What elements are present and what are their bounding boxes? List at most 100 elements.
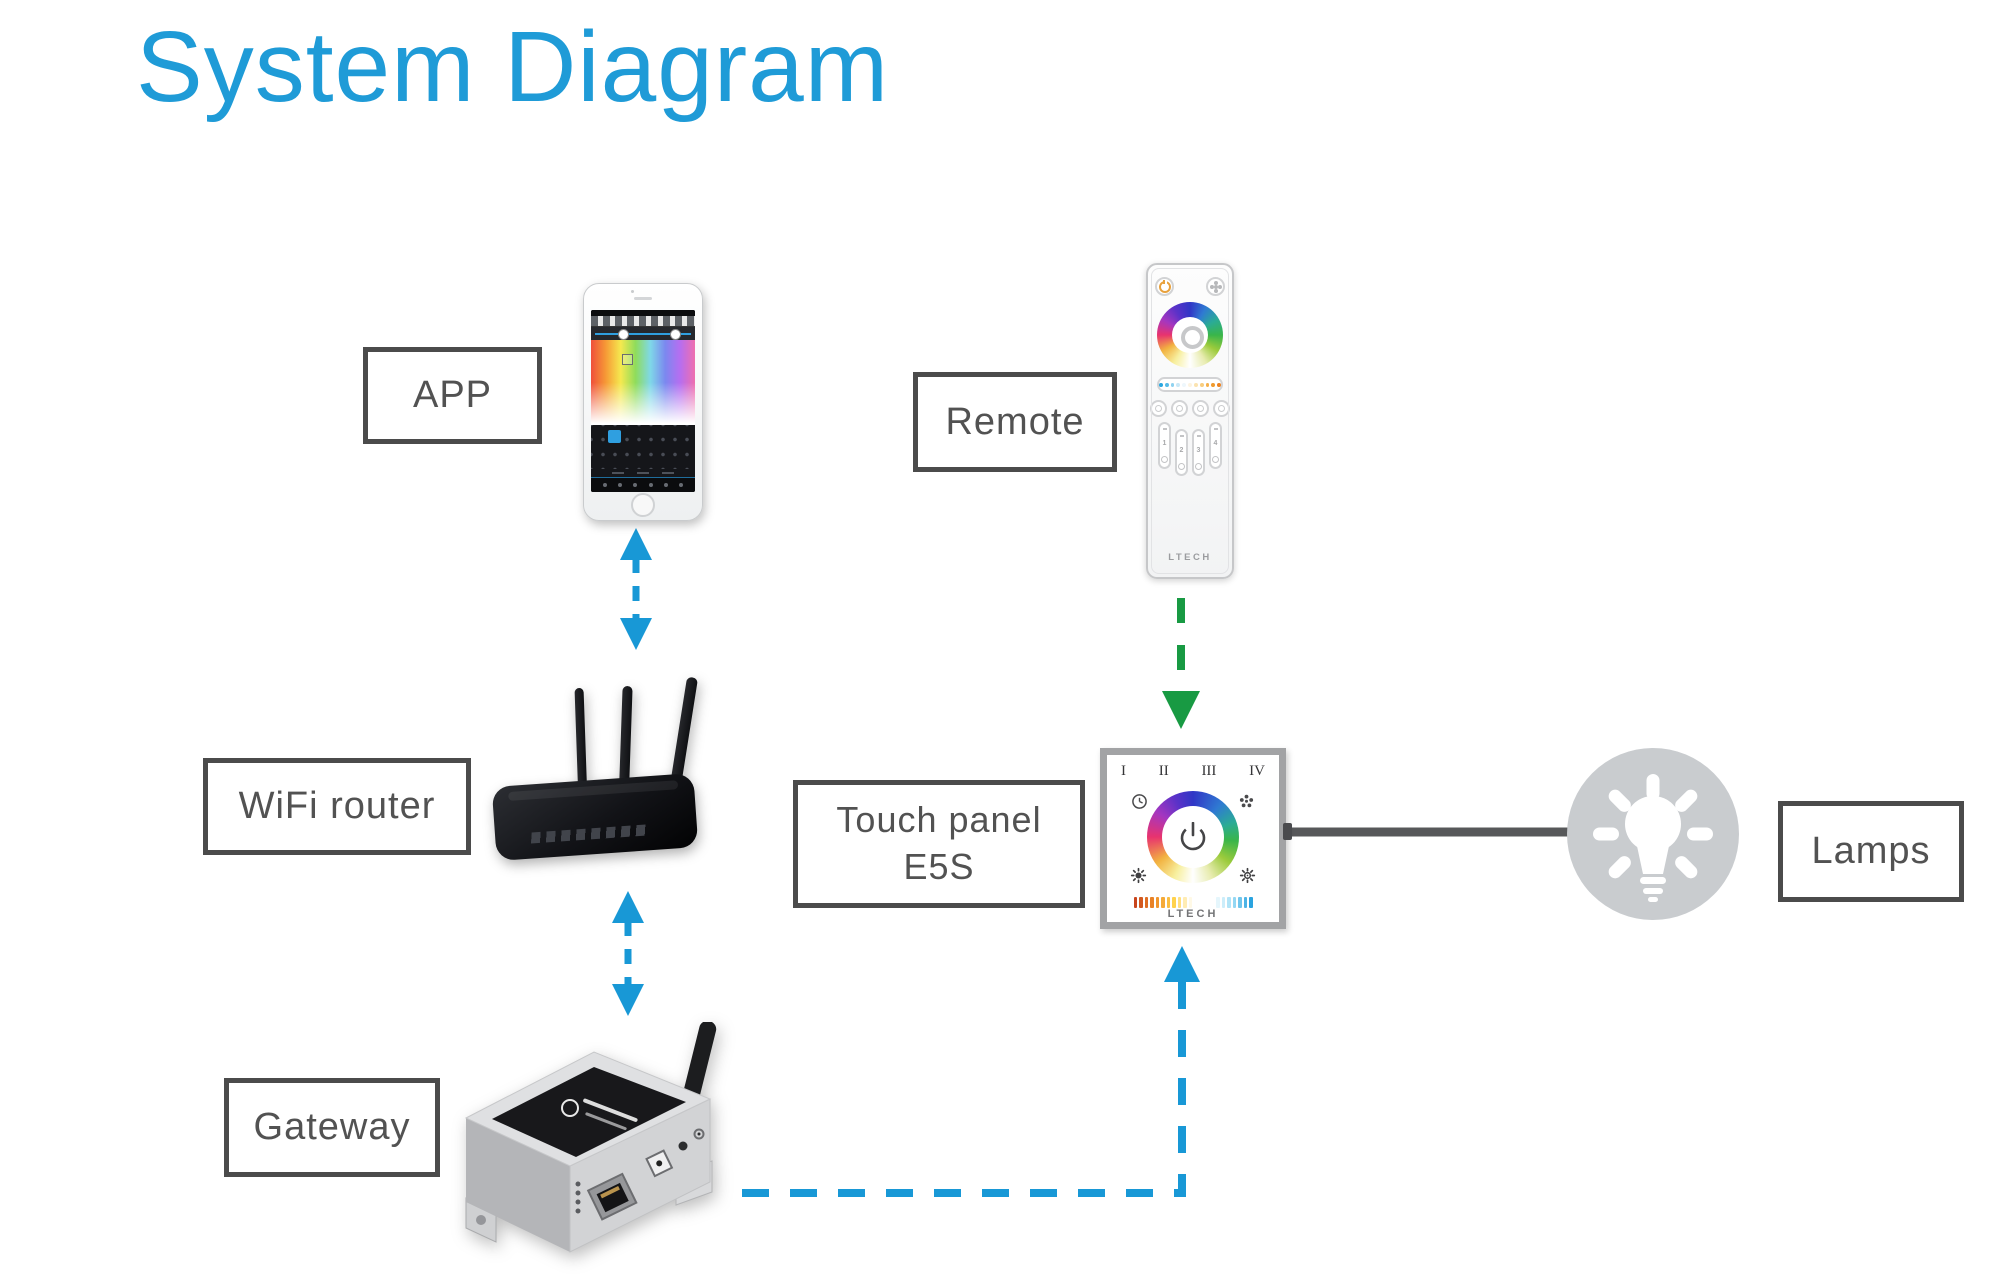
remote-label-box: Remote bbox=[913, 372, 1117, 472]
slider-dot bbox=[1199, 382, 1204, 387]
app-label-box: APP bbox=[363, 347, 542, 444]
colorbar-tick bbox=[1172, 897, 1176, 908]
lamps-label: Lamps bbox=[1811, 830, 1931, 872]
smartphone-image bbox=[583, 283, 703, 521]
wifi-router-image bbox=[491, 676, 704, 876]
gear-icon bbox=[1213, 284, 1218, 289]
slider-dot bbox=[1205, 382, 1210, 387]
colorbar-tick bbox=[1249, 897, 1253, 908]
touch-panel-image: I II III IV bbox=[1100, 748, 1286, 929]
zone-number: 4 bbox=[1213, 439, 1218, 447]
wifi-router-label: WiFi router bbox=[238, 785, 436, 827]
panel-wire-connector bbox=[1283, 823, 1292, 840]
gateway-ethernet-port bbox=[586, 1172, 638, 1221]
remote-color-slider bbox=[1157, 377, 1223, 392]
phone-status-bar bbox=[591, 310, 695, 316]
color-picker-cursor bbox=[622, 353, 634, 365]
app-selected-key bbox=[608, 430, 621, 443]
colorbar-tick bbox=[1188, 897, 1192, 908]
router-body bbox=[491, 773, 699, 861]
colorbar-tick bbox=[1238, 897, 1242, 908]
app-router-arrow bbox=[620, 528, 652, 650]
app-color-gradient bbox=[591, 340, 695, 425]
remote-label: Remote bbox=[945, 400, 1085, 443]
ltech-logo: LTECH bbox=[1168, 552, 1212, 563]
panel-zone-numerals: I II III IV bbox=[1121, 763, 1265, 780]
scene-button bbox=[1150, 400, 1167, 417]
page-title: System Diagram bbox=[136, 11, 890, 123]
router-gateway-arrow bbox=[612, 891, 644, 1016]
colorbar-tick bbox=[1243, 897, 1247, 908]
colorbar-tick bbox=[1161, 897, 1165, 908]
colorbar-tick bbox=[1139, 897, 1143, 908]
panel-color-ring bbox=[1147, 791, 1239, 883]
zone-number: 1 bbox=[1162, 439, 1167, 447]
slider-dot bbox=[1188, 382, 1192, 387]
colorbar-tick bbox=[1205, 897, 1209, 908]
power-icon bbox=[1180, 821, 1206, 850]
remote-zone-button: 2 bbox=[1175, 429, 1188, 476]
brightness-up-icon bbox=[1239, 867, 1256, 884]
app-caption-row bbox=[591, 469, 695, 477]
slider-dot bbox=[1159, 382, 1163, 387]
app-bottom-bar bbox=[591, 477, 695, 492]
gateway-button bbox=[645, 1149, 674, 1178]
scene-button bbox=[1213, 400, 1230, 417]
zone-numeral: III bbox=[1201, 763, 1217, 779]
remote-zone-button: 1 bbox=[1158, 422, 1171, 469]
lamp-icon bbox=[1567, 748, 1739, 920]
remote-scene-buttons bbox=[1150, 400, 1230, 417]
colorbar-tick bbox=[1216, 897, 1220, 908]
colorbar-tick bbox=[1210, 897, 1214, 908]
colorbar-tick bbox=[1155, 897, 1159, 908]
router-antenna bbox=[574, 687, 587, 789]
colorbar-tick bbox=[1166, 897, 1170, 908]
slider-dot bbox=[1170, 382, 1175, 387]
colorbar-tick bbox=[1150, 897, 1154, 908]
power-icon bbox=[1158, 279, 1171, 293]
touch-panel-label-line1: Touch panel bbox=[836, 799, 1042, 841]
slider-dot bbox=[1217, 382, 1221, 387]
remote-zone-button: 3 bbox=[1192, 429, 1205, 476]
gateway-image bbox=[464, 1022, 717, 1253]
color-temp-icon bbox=[1132, 794, 1147, 809]
wifi-router-label-box: WiFi router bbox=[203, 758, 471, 855]
ltech-logo: LTECH bbox=[1167, 908, 1219, 920]
gateway-label-box: Gateway bbox=[224, 1078, 440, 1177]
colorbar-tick bbox=[1183, 897, 1187, 908]
app-sliders bbox=[591, 327, 695, 340]
remote-control-image: 1 2 3 4 LTECH bbox=[1146, 263, 1234, 579]
bulb-glyph bbox=[1593, 774, 1713, 902]
router-antenna bbox=[619, 685, 633, 791]
slider-knob bbox=[618, 329, 630, 340]
panel-colorbar bbox=[1125, 897, 1261, 908]
remote-power-button bbox=[1155, 277, 1174, 296]
slider-dot bbox=[1176, 382, 1181, 387]
zone-number: 3 bbox=[1196, 446, 1201, 454]
zone-number: 2 bbox=[1179, 446, 1184, 454]
slider-dot bbox=[1211, 382, 1216, 387]
app-keypad bbox=[591, 425, 695, 469]
color-wheel-hub bbox=[1180, 325, 1204, 349]
colorbar-tick bbox=[1227, 897, 1231, 908]
zone-numeral: I bbox=[1121, 763, 1126, 779]
zone-numeral: IV bbox=[1249, 763, 1265, 779]
app-label: APP bbox=[412, 374, 493, 416]
phone-home-button bbox=[631, 493, 655, 517]
colorbar-tick bbox=[1221, 897, 1225, 908]
colorbar-tick bbox=[1144, 897, 1148, 908]
remote-setting-button bbox=[1206, 277, 1225, 296]
scene-button bbox=[1192, 400, 1209, 417]
gateway-panel-path bbox=[742, 946, 1200, 1197]
slider-dot bbox=[1182, 382, 1187, 387]
slider-dot bbox=[1164, 382, 1169, 387]
remote-zone-buttons: 1 2 3 4 bbox=[1158, 422, 1222, 476]
app-toolbar bbox=[591, 316, 695, 327]
colorbar-tick bbox=[1199, 897, 1203, 908]
slider-dot bbox=[1193, 382, 1198, 387]
colorbar-tick bbox=[1194, 897, 1198, 908]
colorbar-tick bbox=[1133, 897, 1137, 908]
phone-camera-dot bbox=[631, 290, 634, 293]
remote-color-wheel bbox=[1157, 302, 1223, 368]
